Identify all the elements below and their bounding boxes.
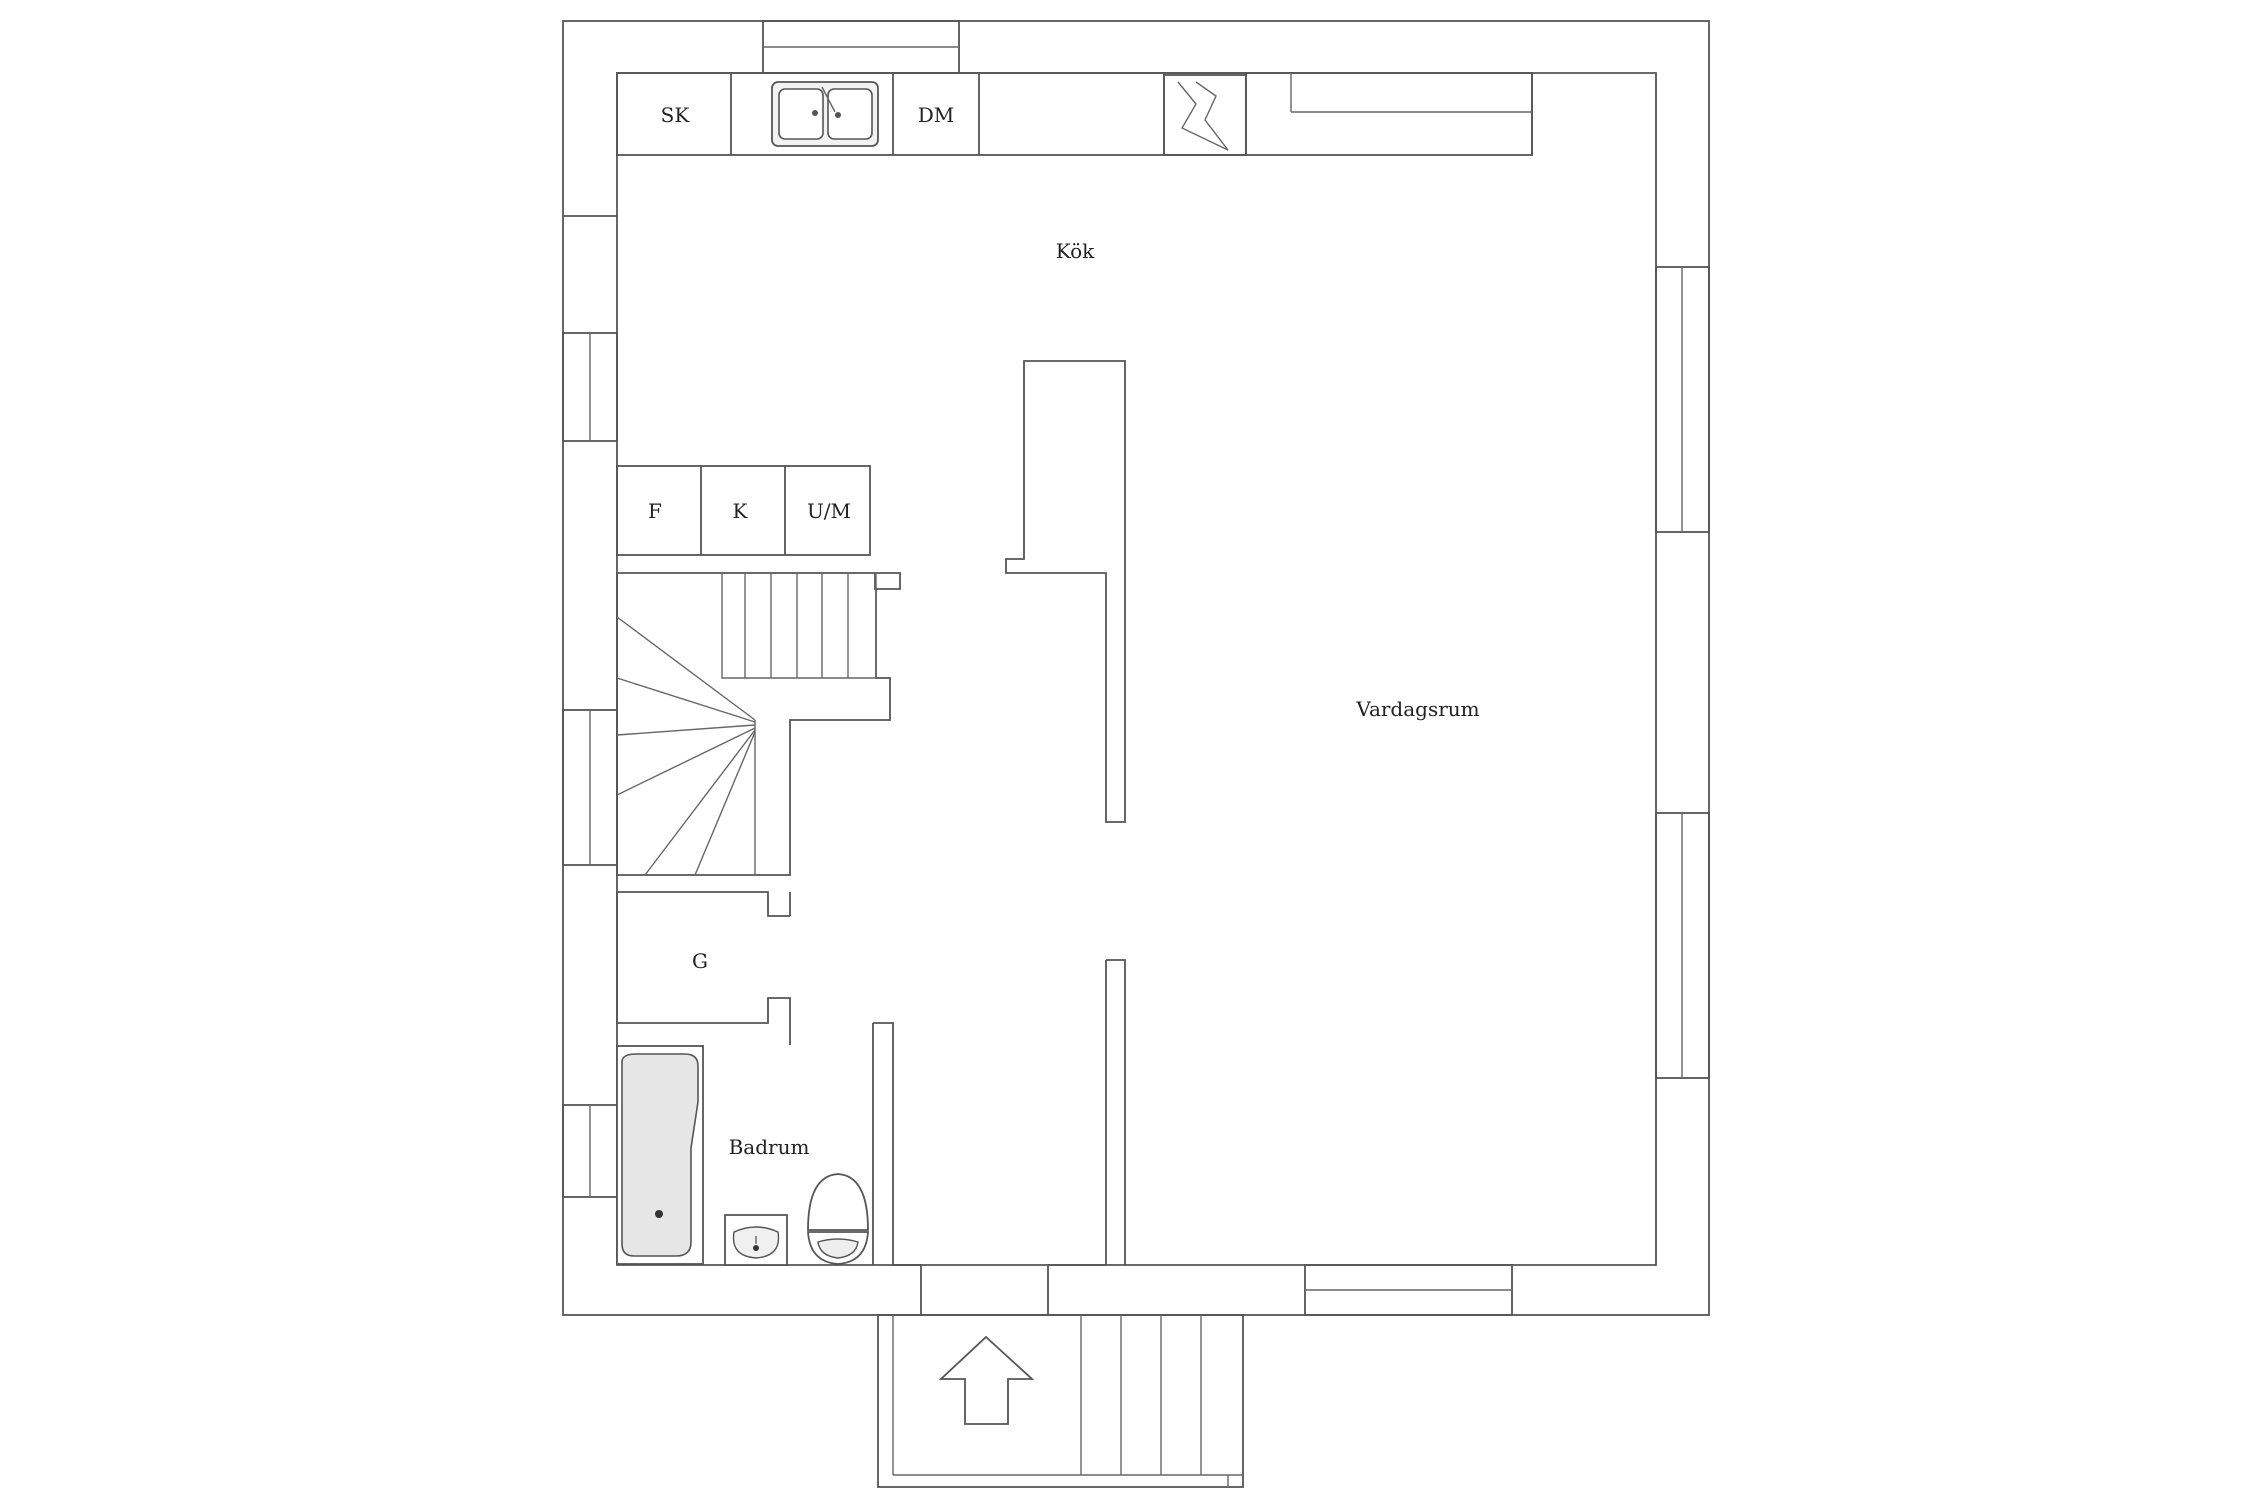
- wardrobe-g: [616, 891, 791, 1045]
- entrance-arrow-icon: [938, 1335, 1035, 1425]
- bathroom-fixtures: [616, 1045, 869, 1266]
- label-g: G: [692, 949, 708, 973]
- label-um: U/M: [807, 499, 851, 523]
- entrance-landing: [877, 1314, 1244, 1488]
- bathtub-icon: [616, 1045, 704, 1265]
- window-right-lower: [1655, 812, 1710, 1079]
- room-label-kitchen: Kök: [1056, 239, 1095, 263]
- kitchen-counter: [616, 72, 1533, 156]
- label-sk: SK: [661, 103, 691, 127]
- toilet-icon: [807, 1173, 869, 1265]
- washbasin-icon: [724, 1214, 788, 1266]
- window-right-upper: [1655, 266, 1710, 533]
- window-bottom: [1304, 1264, 1513, 1316]
- room-label-living-room: Vardagsrum: [1355, 697, 1479, 721]
- room-label-bathroom: Badrum: [729, 1135, 810, 1159]
- interior-walls: [872, 360, 1126, 1315]
- exterior-walls: [562, 20, 1710, 1316]
- staircase: [616, 572, 901, 876]
- window-left-top: [562, 332, 618, 442]
- stove-icon: [1163, 74, 1247, 156]
- cabinet-row: [616, 465, 871, 556]
- kitchen-sink-icon: [771, 81, 879, 147]
- window-left-bottom: [562, 1104, 618, 1198]
- window-top: [762, 20, 960, 74]
- windows: [562, 20, 1710, 1316]
- window-left-middle: [562, 709, 618, 866]
- label-k: K: [733, 499, 749, 523]
- label-f: F: [648, 499, 662, 523]
- label-dm: DM: [918, 103, 955, 127]
